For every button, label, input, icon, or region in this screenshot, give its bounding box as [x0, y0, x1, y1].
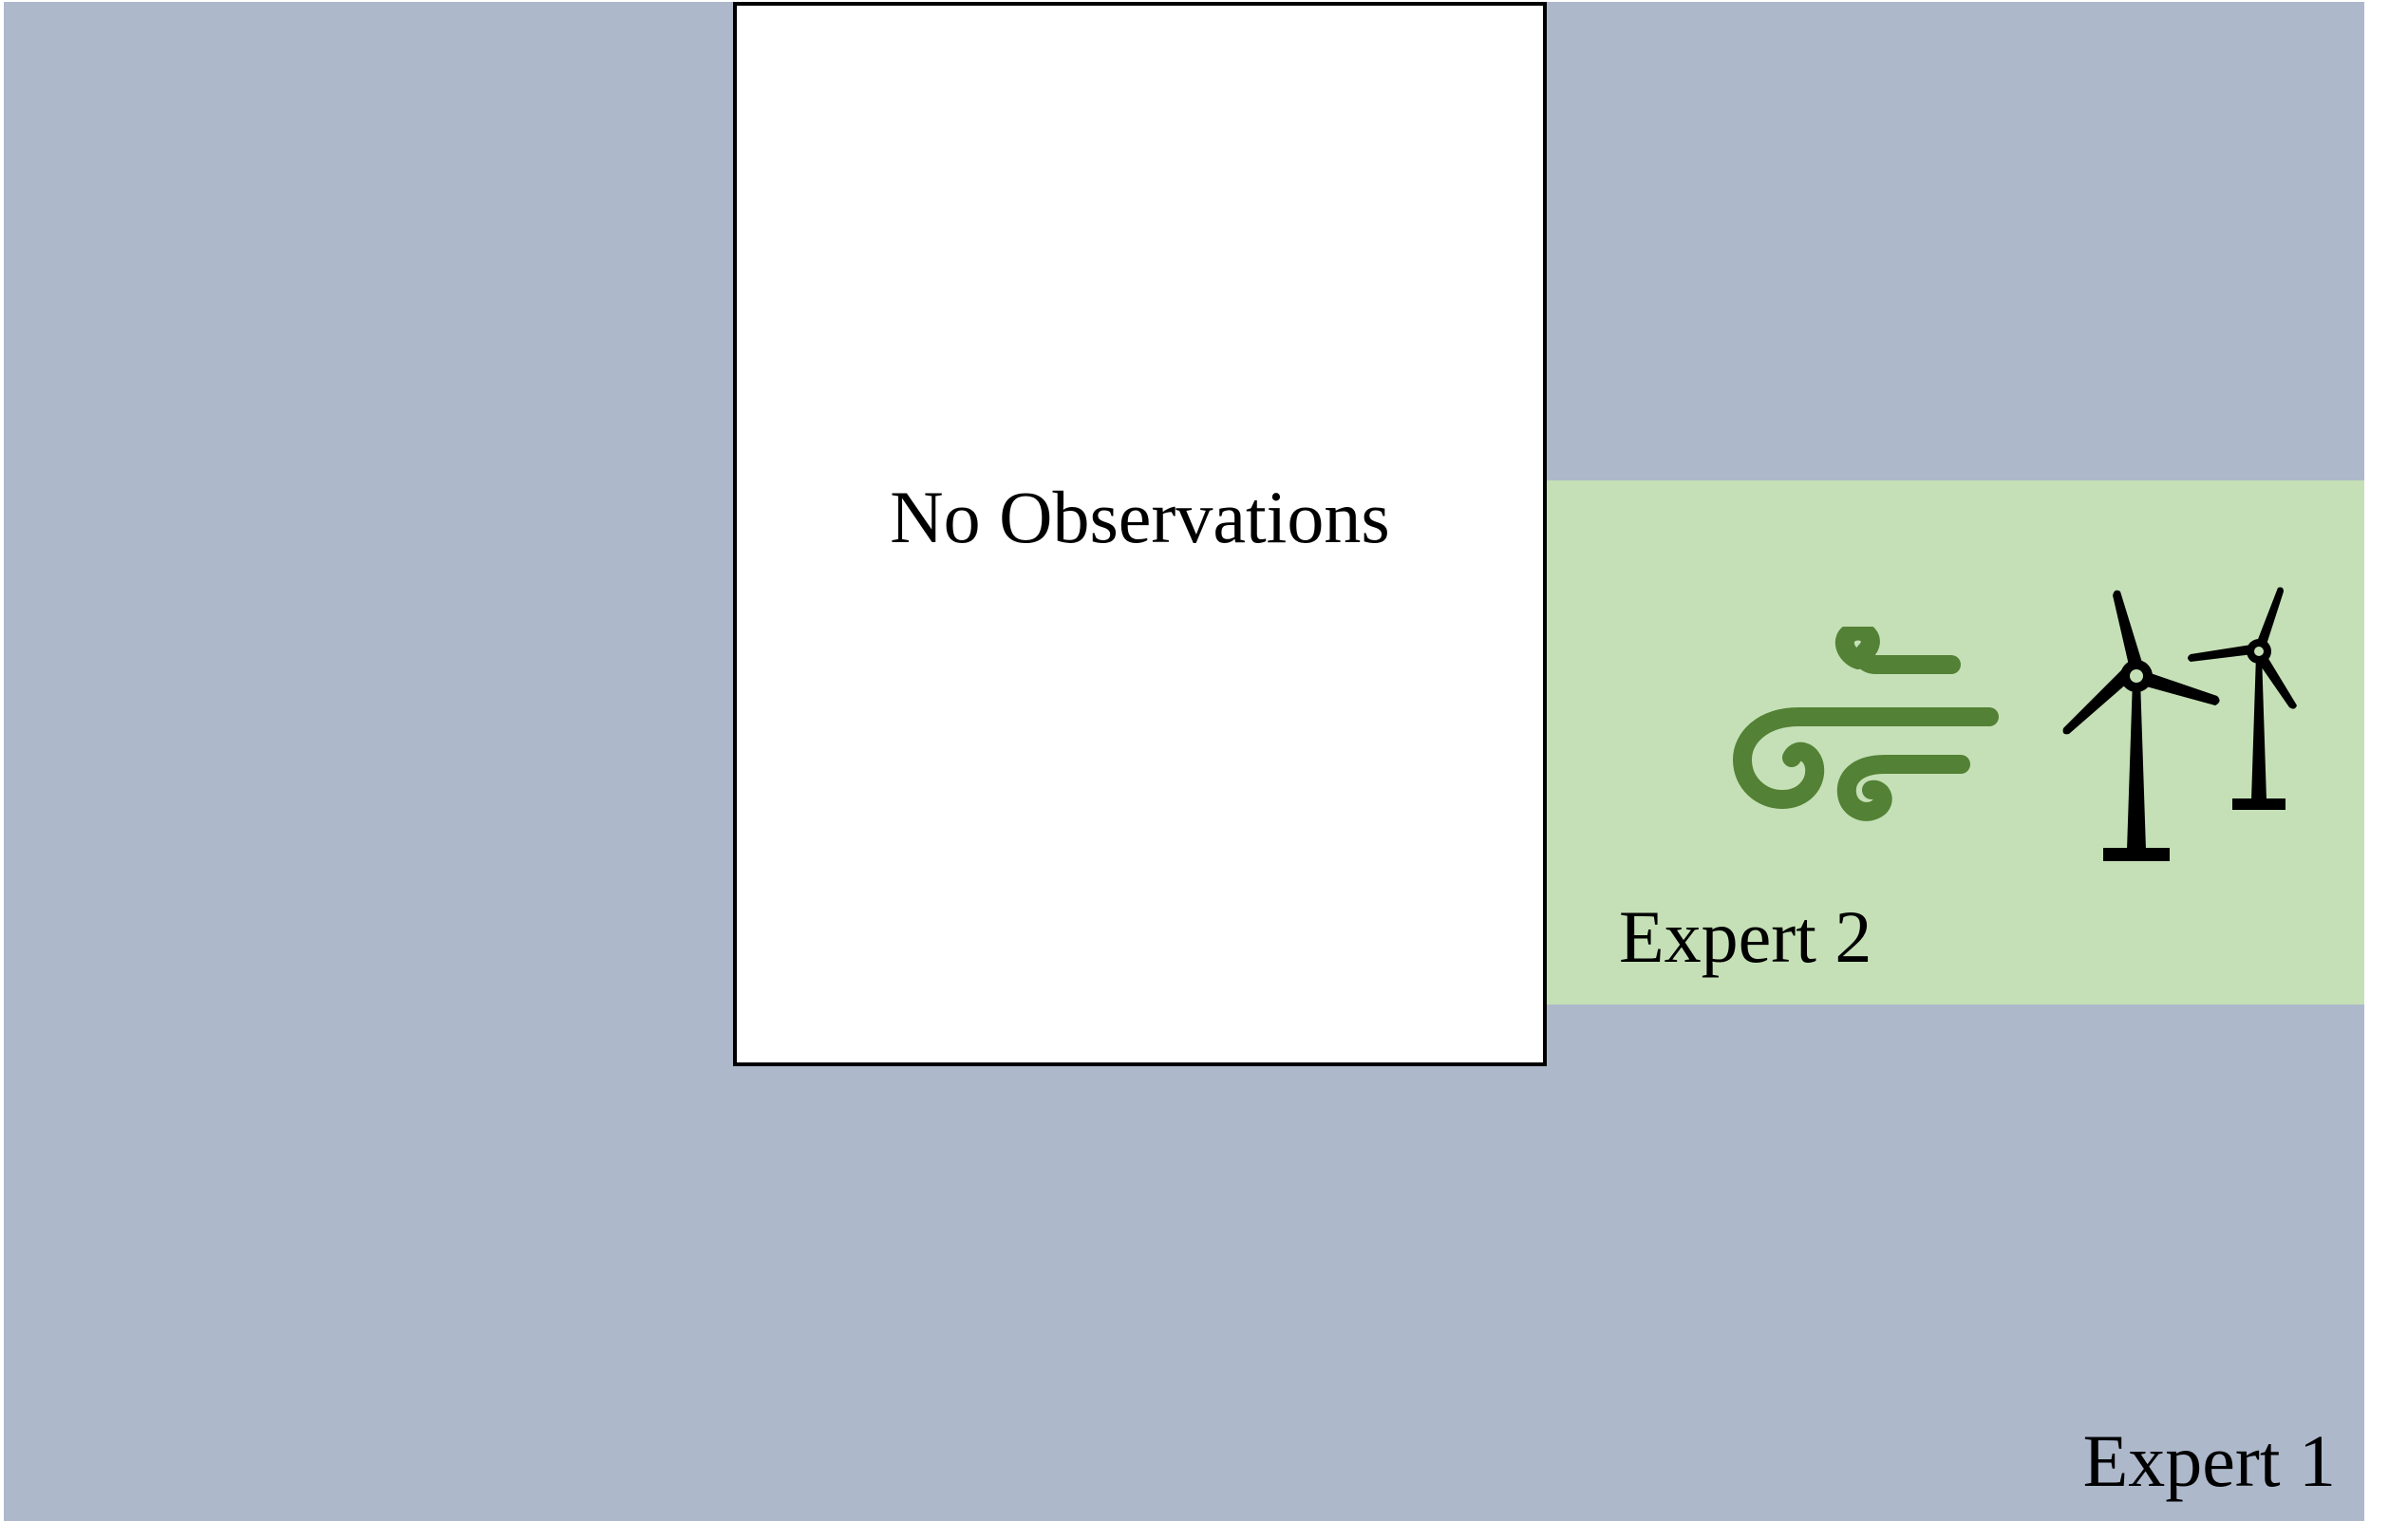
- no-observations-box: No Observations: [733, 2, 1547, 1066]
- no-observations-label: No Observations: [890, 476, 1390, 558]
- expert-1-label: Expert 1: [2082, 1419, 2336, 1502]
- wind-icon: [1732, 627, 1999, 821]
- wind-turbines-icon: [2062, 587, 2297, 861]
- expert-2-region: [1546, 480, 2364, 1005]
- expert-2-label: Expert 2: [1619, 895, 1872, 978]
